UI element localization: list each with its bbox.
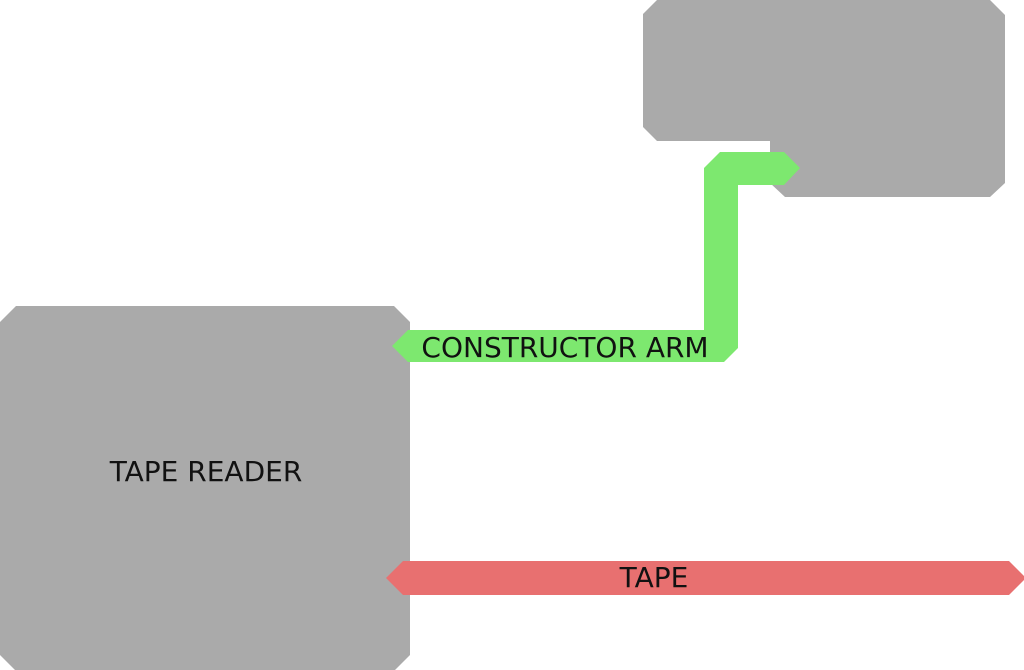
tape-connector[interactable] xyxy=(386,561,1024,595)
tape-reader-node[interactable] xyxy=(0,306,410,670)
constructor-arm-label: CONSTRUCTOR ARM xyxy=(421,331,708,364)
constructed-object-node[interactable] xyxy=(643,0,1005,197)
tape-reader-label: TAPE READER xyxy=(109,455,303,488)
tape-label: TAPE xyxy=(619,561,689,594)
constructor-arm-connector[interactable] xyxy=(392,152,800,362)
